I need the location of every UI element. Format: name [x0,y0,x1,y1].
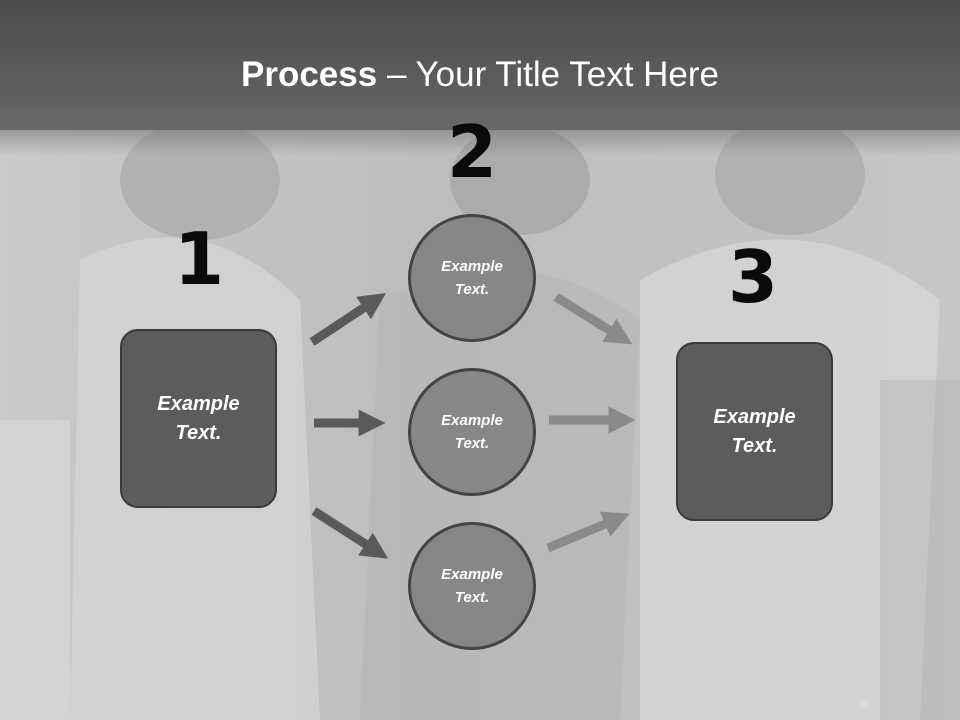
step-number-1: 1 [173,217,225,301]
photo-watermark-mark: ◎ [859,699,868,710]
circle-middle: Example Text. [408,368,536,496]
arrow-1-to-bottom [311,507,389,559]
step-1-box: Example Text. [120,329,277,508]
circle-middle-text: Example Text. [441,412,503,452]
title-band [0,0,960,130]
step-3-text: Example Text. [713,405,796,457]
circle-bottom: Example Text. [408,522,536,650]
step-1-text: Example Text. [157,392,240,444]
slide-title: Process – Your Title Text Here [0,52,960,98]
arrow-top-to-3 [553,293,633,345]
circle-bottom-text: Example Text. [441,566,503,606]
step-number-3: 3 [727,235,779,319]
circle-top: Example Text. [408,214,536,342]
title-bold: Process [241,55,378,94]
step-3-box: Example Text. [676,342,833,521]
circle-top-text: Example Text. [441,258,503,298]
title-rest: – Your Title Text Here [377,55,719,94]
title-band-fade [0,125,960,155]
arrow-bottom-to-3 [546,511,630,553]
arrow-1-to-top [309,293,387,346]
step-number-2: 2 [446,110,498,194]
